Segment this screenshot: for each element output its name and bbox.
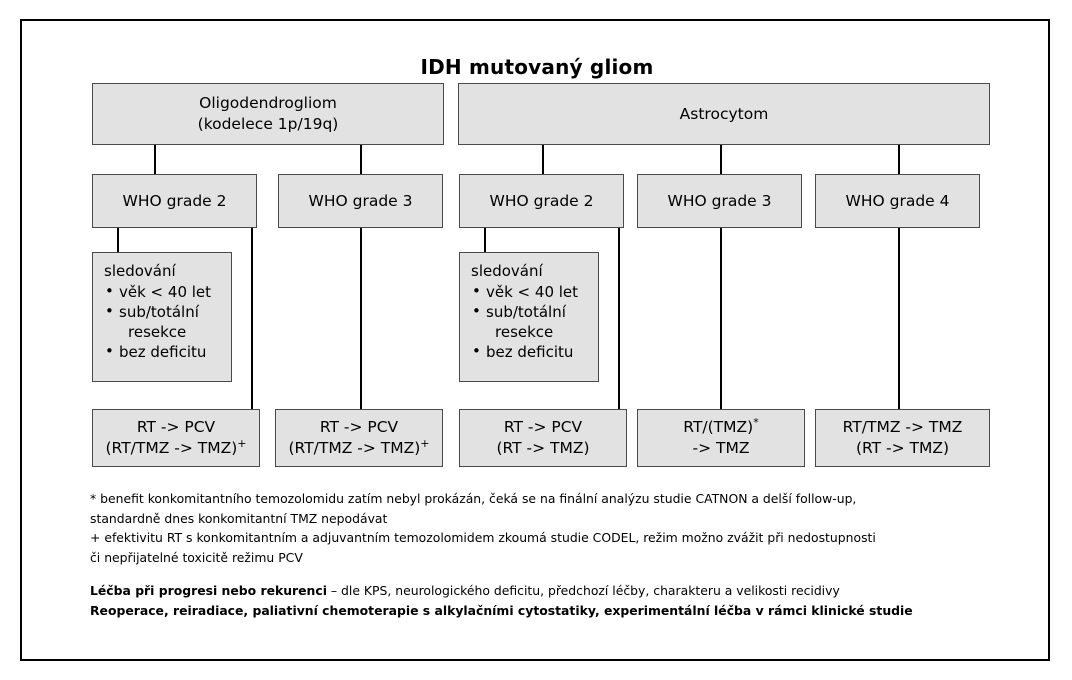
connector-oligo-to-g3 bbox=[360, 145, 362, 176]
surveillance-item-text: bez deficitu bbox=[486, 342, 574, 361]
footnote-progression-rest: – dle KPS, neurologického deficitu, před… bbox=[326, 583, 840, 599]
connector-oligo-g2-to-treatment bbox=[251, 228, 253, 409]
grade-label-oligo-g2: WHO grade 2 bbox=[122, 191, 227, 210]
page-title: IDH mutovaný gliom bbox=[420, 55, 654, 79]
footnote-progression: Léčba při progresi nebo rekurenci – dle … bbox=[90, 581, 990, 601]
surveillance-list-astro: věk < 40 let sub/totální resekce bez def… bbox=[471, 282, 579, 363]
footnote-spacer bbox=[90, 567, 990, 581]
treatment-line2-mark: + bbox=[237, 436, 247, 450]
treatment-line1-text: RT -> PCV bbox=[319, 418, 399, 437]
treatment-line1-text: RT -> PCV bbox=[503, 418, 583, 437]
connector-astro-g2-to-treatment bbox=[618, 228, 620, 409]
branch-oligodendrogliom-line1: Oligodendrogliom bbox=[199, 94, 337, 113]
grade-box-astro-g2[interactable]: WHO grade 2 bbox=[459, 174, 624, 228]
footnote-asterisk-line2: standardně dnes konkomitantní TMZ nepodá… bbox=[90, 510, 388, 526]
diagram-frame: IDH mutovaný gliom Oligodendrogliom (kod… bbox=[20, 19, 1050, 661]
footnote-reoperation: Reoperace, reiradiace, paliativní chemot… bbox=[90, 602, 913, 618]
treatment-line1-oligo-g2: RT -> PCV bbox=[137, 417, 215, 438]
treatment-line1-mark: * bbox=[753, 415, 759, 429]
connector-oligo-g2-to-surveillance bbox=[117, 228, 119, 252]
surveillance-heading-astro: sledování bbox=[471, 262, 543, 280]
surveillance-item: bez deficitu bbox=[471, 342, 578, 362]
surveillance-item: sub/totální resekce bbox=[104, 302, 211, 341]
footnote-plus-line2: či nepřijatelné toxicitě režimu PCV bbox=[90, 549, 303, 565]
surveillance-item-text: sub/totální bbox=[119, 303, 199, 322]
treatment-line1-text: RT -> PCV bbox=[136, 418, 216, 437]
surveillance-box-astro[interactable]: sledování věk < 40 let sub/totální resek… bbox=[459, 252, 599, 382]
grade-box-oligo-g3[interactable]: WHO grade 3 bbox=[278, 174, 443, 228]
branch-astrocytom[interactable]: Astrocytom bbox=[458, 83, 990, 145]
grade-label-astro-g4: WHO grade 4 bbox=[845, 191, 950, 210]
treatment-box-oligo-g3[interactable]: RT -> PCV (RT/TMZ -> TMZ)+ bbox=[275, 409, 443, 467]
connector-oligo-to-g2 bbox=[154, 145, 156, 176]
surveillance-item-text: věk < 40 let bbox=[486, 283, 579, 302]
treatment-line1-astro-g2: RT -> PCV bbox=[504, 417, 582, 438]
grade-label-oligo-g3: WHO grade 3 bbox=[308, 191, 413, 210]
surveillance-item: bez deficitu bbox=[104, 342, 211, 362]
grade-label-astro-g2: WHO grade 2 bbox=[489, 191, 594, 210]
treatment-line2-text: -> TMZ bbox=[692, 439, 750, 457]
surveillance-item-cont: resekce bbox=[495, 322, 554, 341]
surveillance-item-text: bez deficitu bbox=[119, 342, 207, 361]
treatment-line1-text: RT/TMZ -> TMZ bbox=[842, 418, 963, 437]
connector-astro-g4-to-treatment bbox=[898, 228, 900, 409]
surveillance-item: věk < 40 let bbox=[471, 282, 579, 302]
treatment-box-astro-g3[interactable]: RT/(TMZ)* -> TMZ bbox=[637, 409, 805, 467]
surveillance-list-oligo: věk < 40 let sub/totální resekce bez def… bbox=[104, 282, 212, 363]
grade-label-astro-g3: WHO grade 3 bbox=[667, 191, 772, 210]
connector-astro-to-g4 bbox=[898, 145, 900, 176]
treatment-line1-astro-g3: RT/(TMZ)* bbox=[683, 417, 758, 438]
connector-astro-to-g2 bbox=[542, 145, 544, 176]
treatment-line2-oligo-g2: (RT/TMZ -> TMZ)+ bbox=[106, 438, 247, 459]
surveillance-item-cont: resekce bbox=[128, 322, 187, 341]
surveillance-item-text: věk < 40 let bbox=[119, 283, 212, 302]
footnote-progression-bold: Léčba při progresi nebo rekurenci bbox=[90, 583, 327, 599]
connector-astro-g2-to-surveillance bbox=[484, 228, 486, 252]
surveillance-box-oligo[interactable]: sledování věk < 40 let sub/totální resek… bbox=[92, 252, 232, 382]
treatment-line2-astro-g3: -> TMZ bbox=[693, 438, 750, 459]
connector-astro-g3-to-treatment bbox=[720, 228, 722, 409]
treatment-box-astro-g2[interactable]: RT -> PCV (RT -> TMZ) bbox=[459, 409, 627, 467]
treatment-line2-astro-g2: (RT -> TMZ) bbox=[496, 438, 589, 459]
connector-astro-to-g3 bbox=[720, 145, 722, 176]
treatment-line1-text: RT/(TMZ) bbox=[683, 418, 754, 437]
footnotes: * benefit konkomitantního temozolomidu z… bbox=[90, 489, 990, 621]
branch-astrocytom-line1: Astrocytom bbox=[679, 104, 769, 123]
treatment-line2-astro-g4: (RT -> TMZ) bbox=[856, 438, 949, 459]
treatment-line2-oligo-g3: (RT/TMZ -> TMZ)+ bbox=[289, 438, 430, 459]
surveillance-item-text: sub/totální bbox=[486, 303, 566, 322]
footnote-asterisk-line1: * benefit konkomitantního temozolomidu z… bbox=[90, 491, 857, 506]
branch-oligodendrogliom[interactable]: Oligodendrogliom (kodelece 1p/19q) bbox=[92, 83, 444, 145]
treatment-line2-text: (RT/TMZ -> TMZ) bbox=[288, 439, 421, 457]
branch-oligodendrogliom-line2: (kodelece 1p/19q) bbox=[197, 115, 339, 133]
surveillance-item: sub/totální resekce bbox=[471, 302, 578, 341]
surveillance-item: věk < 40 let bbox=[104, 282, 212, 302]
treatment-box-oligo-g2[interactable]: RT -> PCV (RT/TMZ -> TMZ)+ bbox=[92, 409, 260, 467]
grade-box-astro-g4[interactable]: WHO grade 4 bbox=[815, 174, 980, 228]
grade-box-oligo-g2[interactable]: WHO grade 2 bbox=[92, 174, 257, 228]
treatment-line1-astro-g4: RT/TMZ -> TMZ bbox=[843, 417, 963, 438]
surveillance-heading-oligo: sledování bbox=[104, 262, 176, 280]
connector-oligo-g3-to-treatment bbox=[360, 228, 362, 409]
treatment-line2-text: (RT -> TMZ) bbox=[855, 439, 950, 457]
grade-box-astro-g3[interactable]: WHO grade 3 bbox=[637, 174, 802, 228]
treatment-line2-text: (RT -> TMZ) bbox=[496, 439, 590, 457]
treatment-box-astro-g4[interactable]: RT/TMZ -> TMZ (RT -> TMZ) bbox=[815, 409, 990, 467]
treatment-line1-oligo-g3: RT -> PCV bbox=[320, 417, 398, 438]
treatment-line2-text: (RT/TMZ -> TMZ) bbox=[105, 439, 238, 457]
footnote-plus-line1: + efektivitu RT s konkomitantním a adjuv… bbox=[90, 530, 876, 546]
treatment-line2-mark: + bbox=[420, 436, 430, 450]
